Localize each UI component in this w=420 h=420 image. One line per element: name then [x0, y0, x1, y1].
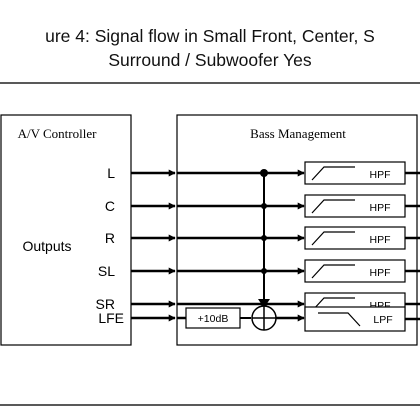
filter-lpf-lfe: LPF [304, 306, 406, 332]
filter-hpf-r: HPF [304, 226, 406, 250]
junction-dot-c [261, 203, 267, 209]
figure-title-line-2: Surround / Subwoofer Yes [108, 50, 312, 70]
filter-label-sl: HPF [370, 267, 391, 279]
highpass-curve-icon [311, 264, 355, 279]
filter-hpf-c: HPF [304, 194, 406, 218]
filter-label-l: HPF [370, 169, 391, 181]
internal-signal-lines [177, 169, 305, 320]
channel-label-r: R [105, 230, 115, 246]
bass-management-label: Bass Management [250, 126, 346, 141]
lowpass-curve-icon [318, 312, 361, 327]
av-controller-label: A/V Controller [18, 126, 98, 141]
outputs-label: Outputs [22, 238, 71, 254]
channel-label-sl: SL [98, 263, 115, 279]
highpass-curve-icon [311, 199, 355, 214]
av-controller-box [0, 114, 132, 346]
summing-arrowhead [258, 299, 270, 308]
filter-label-r: HPF [370, 234, 391, 246]
highpass-curve-icon [311, 166, 355, 181]
gain-label: +10dB [198, 313, 229, 325]
junction-dot-l [260, 169, 268, 177]
channel-label-l: L [107, 165, 115, 181]
channel-labels: L C R SL SR LFE [96, 165, 124, 326]
filter-label-lfe: LPF [373, 314, 392, 326]
highpass-curve-icon [311, 231, 355, 246]
junction-dot-sl [261, 268, 267, 274]
summing-junction [251, 305, 277, 331]
filter-hpf-sl: HPF [304, 259, 406, 283]
junction-dot-r [261, 235, 267, 241]
input-signal-lines [131, 169, 176, 322]
channel-label-lfe: LFE [98, 310, 124, 326]
channel-label-sr: SR [96, 296, 115, 312]
output-signal-lines [405, 171, 420, 321]
figure-title-line-1: ure 4: Signal flow in Small Front, Cente… [45, 26, 375, 46]
filter-label-c: HPF [370, 202, 391, 214]
channel-label-c: C [105, 198, 115, 214]
filter-hpf-l: HPF [304, 161, 406, 185]
